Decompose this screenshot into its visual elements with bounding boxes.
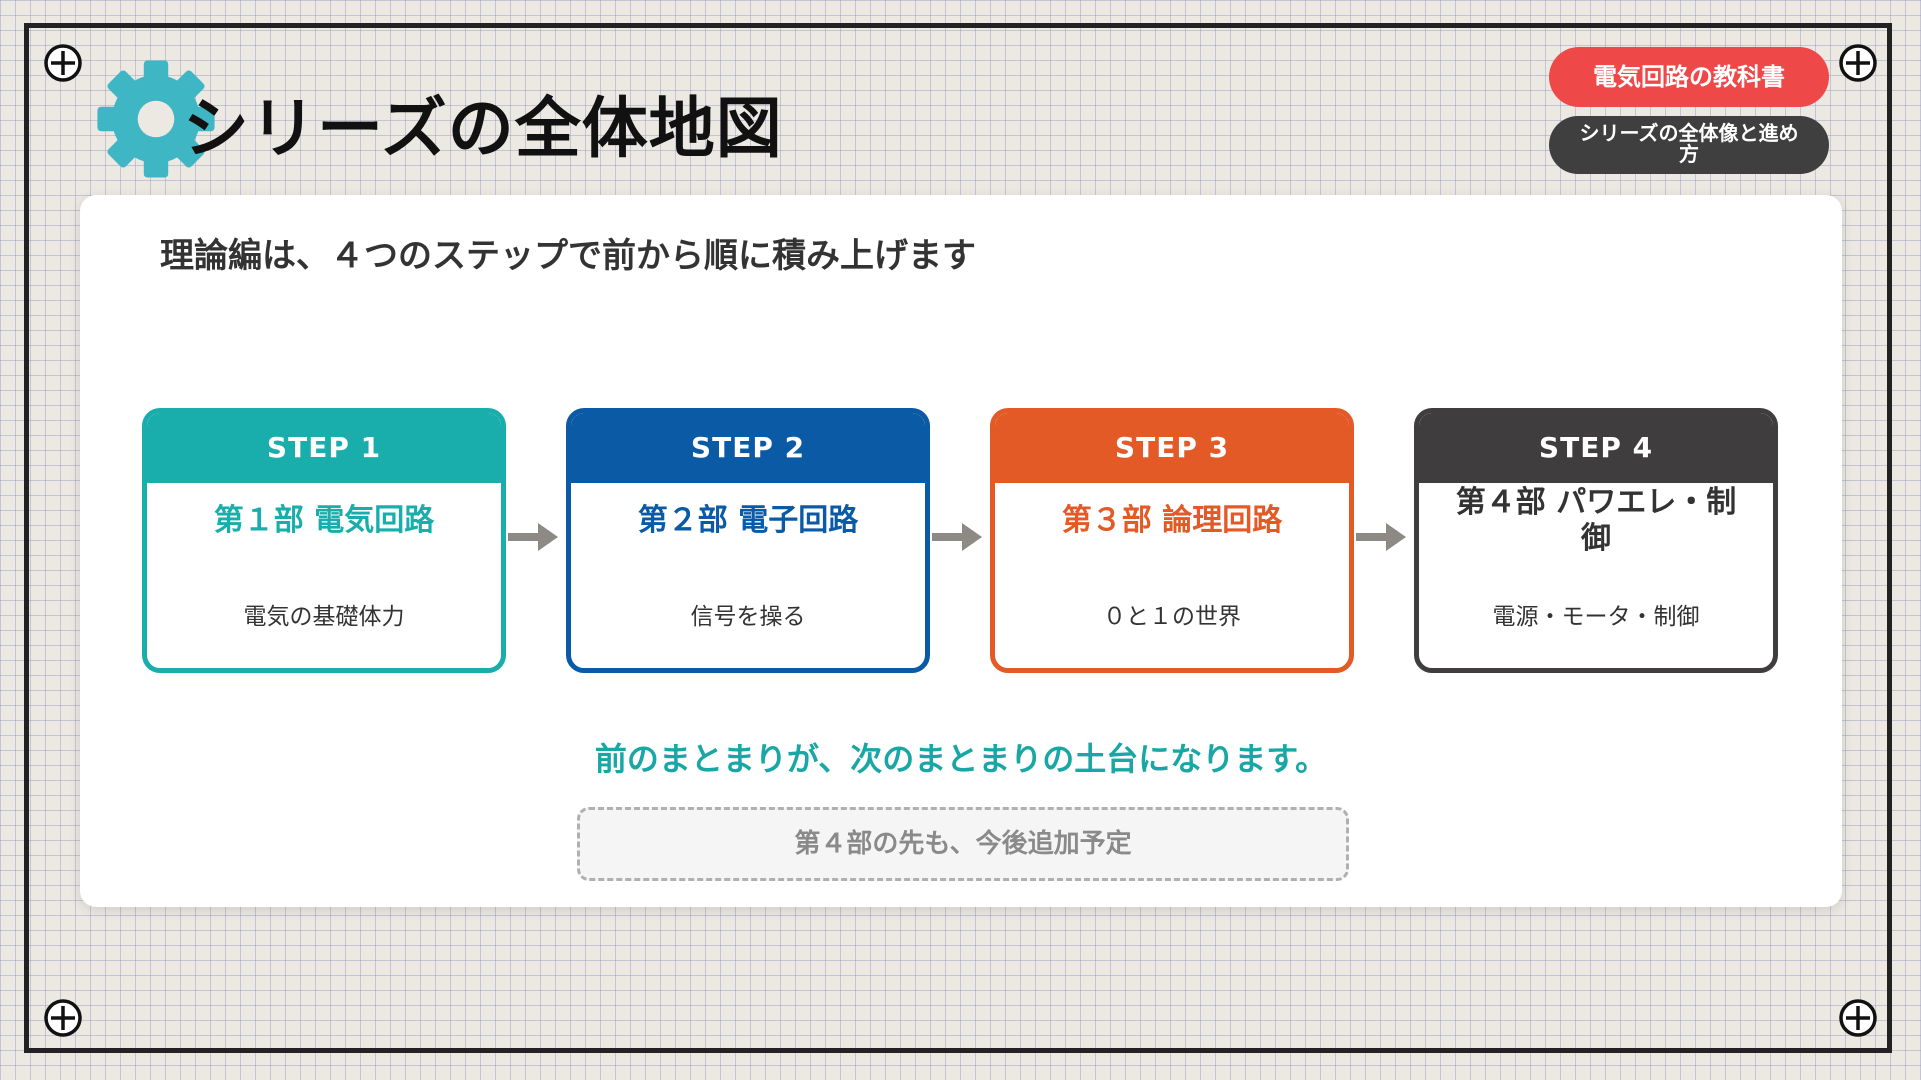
crosshair-icon xyxy=(44,999,82,1037)
future-note: 第４部の先も、今後追加予定 xyxy=(577,807,1349,881)
summary-text: 前のまとまりが、次のまとまりの土台になります。 xyxy=(594,740,1328,778)
content-card: 理論編は、４つのステップで前から順に積み上げます STEP 1 第１部 電気回路… xyxy=(80,195,1842,907)
step-header: STEP 3 xyxy=(995,413,1349,483)
step-title: 第３部 論理回路 xyxy=(1061,503,1283,538)
step-header: STEP 1 xyxy=(147,413,501,483)
arrow-right-icon xyxy=(508,523,558,551)
lead-text: 理論編は、４つのステップで前から順に積み上げます xyxy=(160,236,976,276)
step-title: 第４部 パワエレ・制御 xyxy=(1455,485,1737,556)
crosshair-icon xyxy=(1839,44,1877,82)
page-title: シリーズの全体地図 xyxy=(183,90,783,167)
step-card: STEP 3 第３部 論理回路 ０と１の世界 xyxy=(990,408,1354,673)
gear-icon xyxy=(97,60,215,178)
step-header: STEP 4 xyxy=(1419,413,1773,483)
step-title: 第２部 電子回路 xyxy=(637,503,859,538)
section-badge: シリーズの全体像と進め方 xyxy=(1549,116,1829,174)
arrow-right-icon xyxy=(1356,523,1406,551)
step-description: ０と１の世界 xyxy=(1103,604,1241,630)
step-card: STEP 4 第４部 パワエレ・制御 電源・モータ・制御 xyxy=(1414,408,1778,673)
outer-frame xyxy=(24,23,1892,1053)
arrow-right-icon xyxy=(932,523,982,551)
step-description: 信号を操る xyxy=(690,604,806,630)
step-card: STEP 1 第１部 電気回路 電気の基礎体力 xyxy=(142,408,506,673)
step-description: 電源・モータ・制御 xyxy=(1492,604,1700,630)
step-header: STEP 2 xyxy=(571,413,925,483)
series-badge: 電気回路の教科書 xyxy=(1549,47,1829,107)
step-title: 第１部 電気回路 xyxy=(213,503,435,538)
crosshair-icon xyxy=(44,44,82,82)
crosshair-icon xyxy=(1839,999,1877,1037)
step-description: 電気の基礎体力 xyxy=(243,604,405,630)
step-card: STEP 2 第２部 電子回路 信号を操る xyxy=(566,408,930,673)
